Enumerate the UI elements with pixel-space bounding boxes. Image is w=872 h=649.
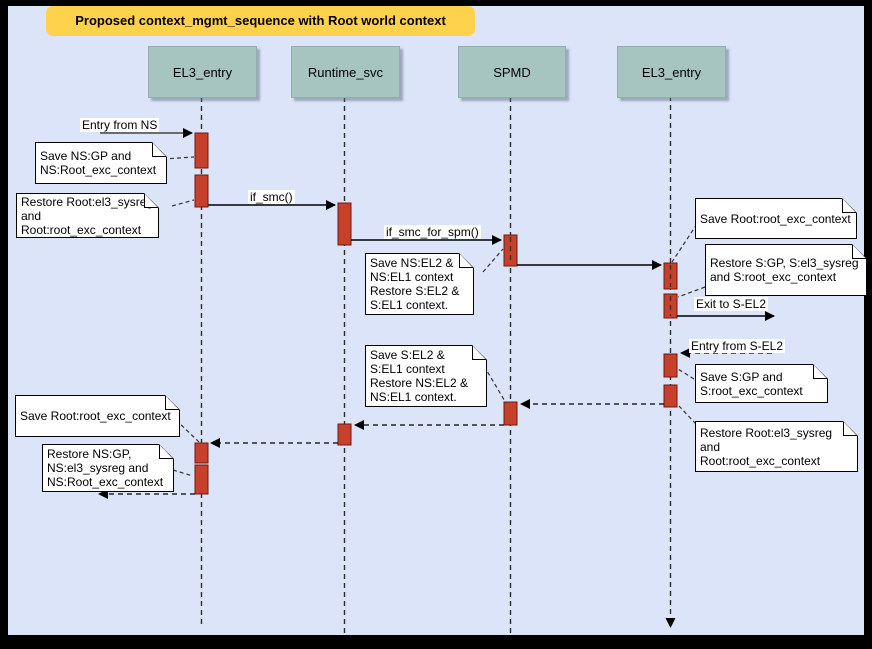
- lifeline-header-spmd: SPMD: [458, 46, 566, 98]
- note-connector: [483, 365, 507, 404]
- note-connector: [172, 469, 194, 477]
- activation-bar: [663, 384, 678, 408]
- lifeline-header-el3-entry-right: EL3_entry: [617, 46, 726, 98]
- diagram-canvas: [8, 6, 864, 635]
- note-text: Restore Root:el3_sysreg and Root:root_ex…: [700, 425, 833, 468]
- note-text: Save S:EL2 & S:EL1 context Restore NS:EL…: [370, 348, 469, 404]
- note-connector: [671, 223, 698, 263]
- note-text: Save Root:root_exc_context: [20, 409, 171, 423]
- note-save-ns-el2: Save NS:EL2 & NS:EL1 context Restore S:E…: [365, 253, 474, 315]
- lifeline-header-el3-entry-left: EL3_entry: [148, 46, 257, 98]
- note-save-s-el2: Save S:EL2 & S:EL1 context Restore NS:EL…: [365, 345, 487, 407]
- activation-bar: [337, 423, 352, 446]
- note-restore-root-right: Restore Root:el3_sysreg and Root:root_ex…: [695, 421, 858, 472]
- message-label-exit-to-s-el2: Exit to S-EL2: [694, 297, 769, 311]
- note-save-s-gp: Save S:GP and S:root_exc_context: [695, 364, 828, 403]
- activation-bar: [194, 442, 209, 464]
- lifeline-header-runtime-svc: Runtime_svc: [291, 46, 400, 98]
- note-connector: [175, 419, 200, 443]
- note-text: Restore S:GP, S:el3_sysreg and S:root_ex…: [710, 256, 859, 284]
- note-text: Save Root:root_exc_context: [700, 211, 851, 226]
- activation-bar: [194, 464, 209, 495]
- diagram-title: Proposed context_mgmt_sequence with Root…: [46, 6, 475, 36]
- note-save-ns-gp: Save NS:GP and NS:Root_exc_context: [35, 142, 167, 184]
- note-connector: [677, 286, 706, 298]
- note-text: Restore Root:el3_sysreg and Root:root_ex…: [21, 194, 154, 237]
- note-save-root-right: Save Root:root_exc_context: [695, 198, 857, 239]
- activation-bar: [194, 132, 209, 169]
- message-label-if-smc: if_smc(): [248, 190, 295, 204]
- note-restore-root-left: Restore Root:el3_sysreg and Root:root_ex…: [16, 193, 159, 238]
- note-text: Save S:GP and S:root_exc_context: [700, 369, 803, 398]
- activation-bar: [503, 401, 518, 426]
- message-label-entry-from-ns: Entry from NS: [80, 118, 160, 132]
- activation-bar: [337, 202, 352, 246]
- note-connector: [171, 199, 195, 207]
- note-text: Restore NS:GP, NS:el3_sysreg and NS:Root…: [47, 447, 164, 489]
- note-connector: [162, 156, 195, 160]
- activation-bar: [194, 174, 209, 208]
- note-connector: [482, 248, 504, 273]
- note-restore-ns-gp: Restore NS:GP, NS:el3_sysreg and NS:Root…: [42, 444, 174, 492]
- note-save-root-bottom-left: Save Root:root_exc_context: [15, 395, 180, 437]
- note-restore-s-gp: Restore S:GP, S:el3_sysreg and S:root_ex…: [705, 244, 867, 296]
- activation-bar: [663, 353, 678, 378]
- message-label-entry-from-s-el2: Entry from S-EL2: [689, 339, 786, 353]
- message-label-if-smc-for-spm: if_smc_for_spm(): [384, 225, 481, 239]
- note-text: Save NS:GP and NS:Root_exc_context: [40, 149, 157, 177]
- note-text: Save NS:EL2 & NS:EL1 context Restore S:E…: [370, 256, 460, 312]
- note-connector: [678, 405, 697, 425]
- note-connector: [677, 368, 695, 380]
